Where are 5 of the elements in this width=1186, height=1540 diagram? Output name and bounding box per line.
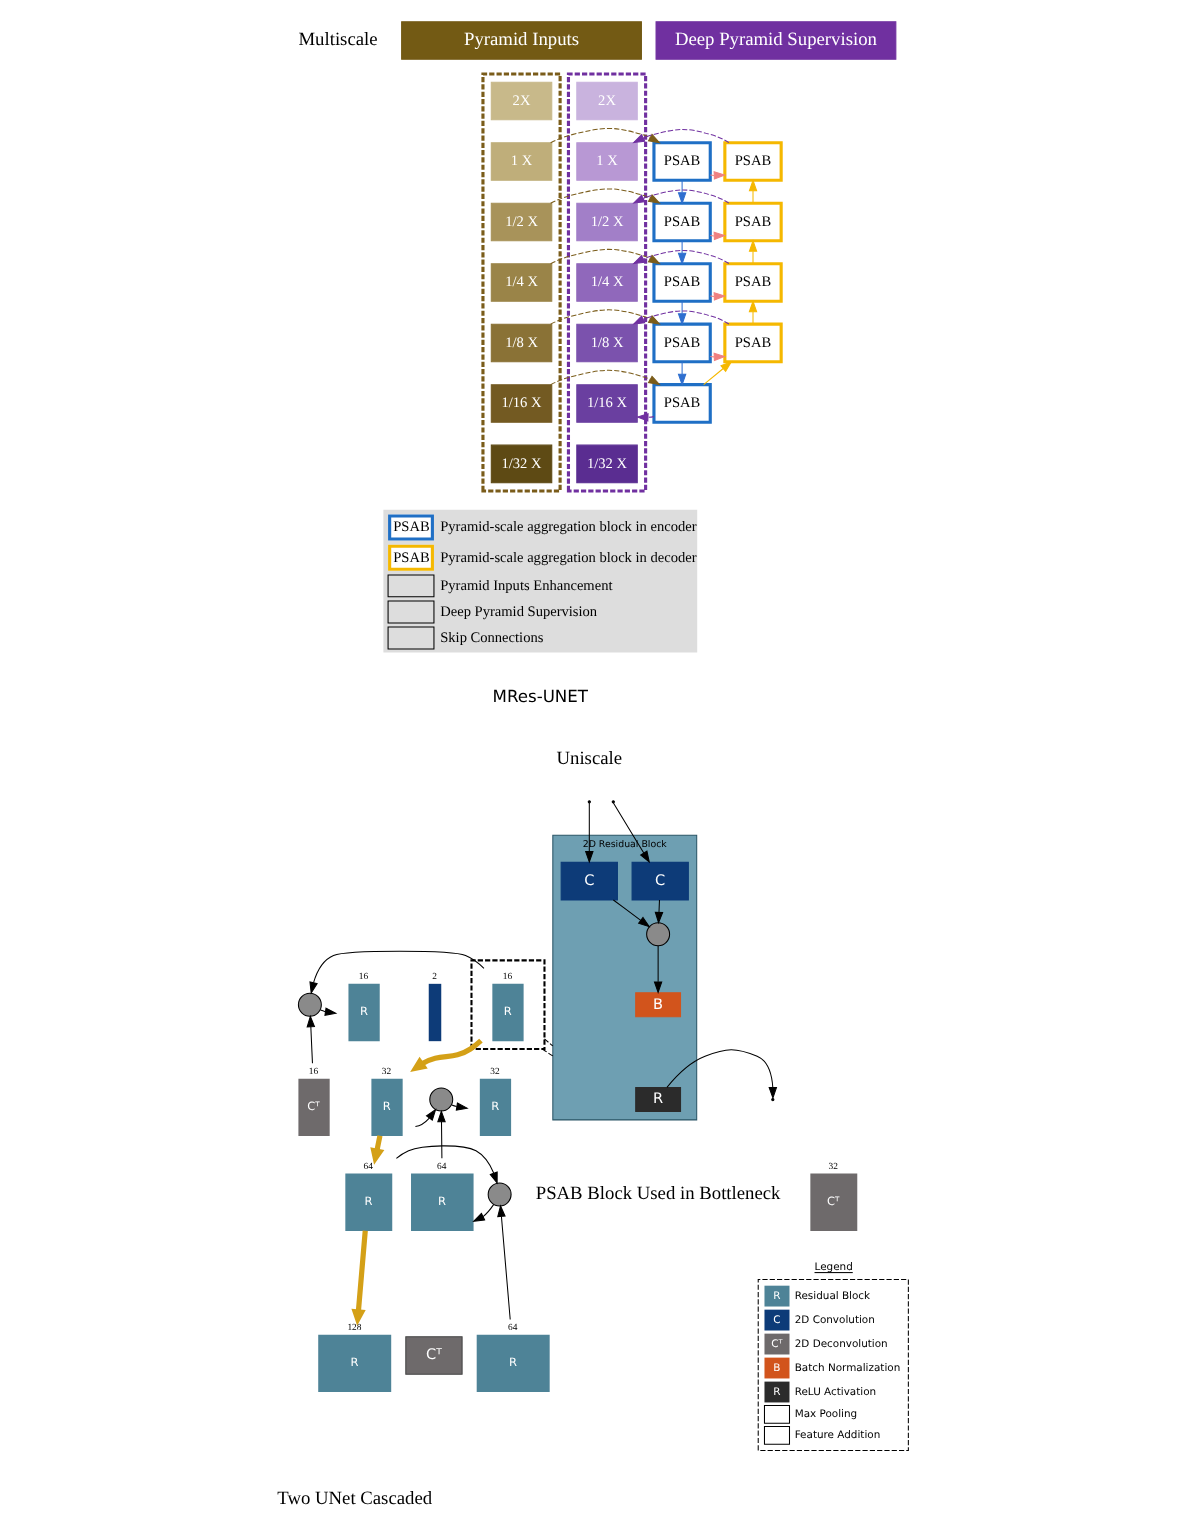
label: Uniscale xyxy=(555,749,622,770)
label: Multiscale xyxy=(297,31,377,52)
label: PSAB Block Used in Bottleneck xyxy=(534,1185,780,1206)
label: MRes-UNET xyxy=(491,686,588,707)
label: Two UNet Cascaded xyxy=(276,1490,432,1511)
